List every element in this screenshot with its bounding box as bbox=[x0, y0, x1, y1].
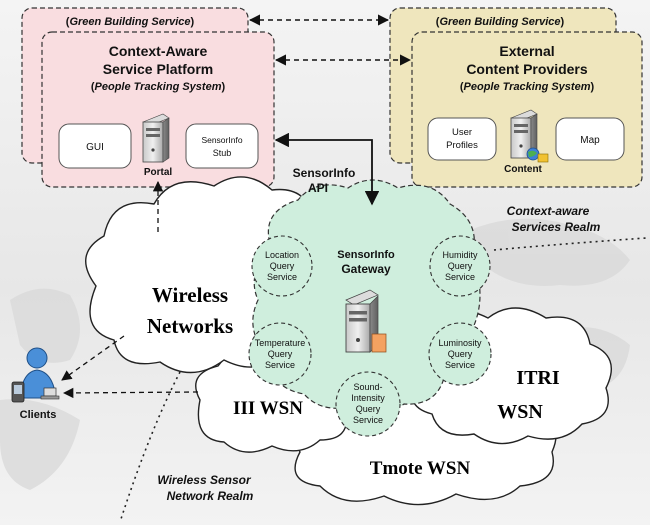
content-label: Content bbox=[504, 164, 542, 175]
platform-back-label: Green Building Service bbox=[69, 16, 190, 28]
iii-wsn-to-clients-arrow bbox=[62, 387, 199, 399]
humidity-line1: Humidity bbox=[442, 250, 478, 260]
location-line3: Service bbox=[267, 272, 297, 282]
gui-label: GUI bbox=[86, 142, 104, 153]
service-platform-group: (Green Building Service) Context-Aware S… bbox=[21, 7, 275, 188]
sound-line2: Intensity bbox=[351, 393, 385, 403]
sound-line1: Sound- bbox=[353, 382, 382, 392]
wireless-to-clients-arrow bbox=[61, 335, 125, 381]
tmote-wsn-label: Tmote WSN bbox=[370, 458, 471, 479]
luminosity-line3: Service bbox=[445, 360, 475, 370]
laptop-icon bbox=[40, 387, 60, 400]
humidity-line3: Service bbox=[445, 272, 475, 282]
location-line2: Query bbox=[270, 261, 295, 271]
user-profiles-box[interactable] bbox=[427, 117, 497, 161]
wsn-realm-line1: Wireless Sensor bbox=[157, 473, 252, 487]
map-label: Map bbox=[580, 135, 600, 146]
luminosity-query-service[interactable]: Luminosity Query Service bbox=[428, 322, 492, 386]
luminosity-line1: Luminosity bbox=[438, 338, 482, 348]
temperature-query-service[interactable]: Temperature Query Service bbox=[248, 322, 312, 386]
location-line1: Location bbox=[265, 250, 299, 260]
portal-server-icon bbox=[142, 113, 170, 163]
itri-label-line2: WSN bbox=[497, 401, 543, 423]
stub-label-line2: Stub bbox=[213, 148, 232, 158]
providers-title-line1: External bbox=[499, 43, 554, 59]
folder-icon bbox=[537, 153, 549, 163]
humidity-query-service[interactable]: Humidity Query Service bbox=[429, 235, 491, 297]
providers-back-label: Green Building Service bbox=[439, 16, 560, 28]
platform-subtitle: People Tracking System bbox=[95, 81, 222, 93]
svg-text:(Green Building Service): (Green Building Service) bbox=[436, 16, 565, 28]
sound-line3: Query bbox=[356, 404, 381, 414]
api-label-line1: SensorInfo bbox=[293, 166, 356, 180]
api-label-line2: API bbox=[308, 181, 328, 195]
wsn-realm-boundary bbox=[119, 371, 181, 523]
wireless-label-line2: Networks bbox=[147, 314, 233, 338]
services-realm-boundary bbox=[493, 237, 647, 251]
providers-title-line2: Content Providers bbox=[466, 61, 588, 77]
svg-text:(People Tracking System): (People Tracking System) bbox=[91, 81, 226, 93]
gui-box[interactable] bbox=[58, 123, 132, 169]
svg-text:(People Tracking System): (People Tracking System) bbox=[460, 81, 595, 93]
platform-title-line1: Context-Aware bbox=[109, 43, 208, 59]
humidity-line2: Query bbox=[448, 261, 473, 271]
svg-text:(Green Building Service): (Green Building Service) bbox=[66, 16, 195, 28]
sensorinfo-stub-box[interactable] bbox=[185, 123, 259, 169]
sensorinfo-api-arrow bbox=[274, 132, 380, 206]
stub-label-line1: SensorInfo bbox=[201, 135, 242, 145]
content-server-icon bbox=[510, 109, 538, 159]
sound-line4: Service bbox=[353, 415, 383, 425]
portal-label: Portal bbox=[144, 167, 173, 178]
sound-intensity-query-service[interactable]: Sound- Intensity Query Service bbox=[335, 371, 401, 437]
gateway-title-line1: SensorInfo bbox=[337, 249, 395, 261]
clients-label: Clients bbox=[20, 409, 57, 421]
iii-wsn-label: III WSN bbox=[233, 398, 303, 419]
content-providers-group: (Green Building Service) External Conten… bbox=[389, 7, 643, 188]
services-realm-line2: Services Realm bbox=[512, 220, 601, 234]
gateway-title-line2: Gateway bbox=[341, 262, 391, 276]
pda-icon bbox=[11, 381, 25, 403]
globe-icon bbox=[526, 147, 540, 161]
temperature-line2: Query bbox=[268, 349, 293, 359]
user-profiles-line2: Profiles bbox=[446, 140, 478, 151]
services-realm-line1: Context-aware bbox=[507, 204, 590, 218]
wsn-realm-line2: Network Realm bbox=[167, 489, 254, 503]
wireless-label-line1: Wireless bbox=[152, 283, 228, 307]
providers-subtitle: People Tracking System bbox=[464, 81, 591, 93]
platform-title-line2: Service Platform bbox=[103, 61, 214, 77]
gateway-server-icon bbox=[345, 289, 387, 353]
itri-label-line1: ITRI bbox=[516, 367, 560, 389]
location-query-service[interactable]: Location Query Service bbox=[251, 235, 313, 297]
map-box[interactable] bbox=[555, 117, 625, 161]
temperature-line3: Service bbox=[265, 360, 295, 370]
temperature-line1: Temperature bbox=[255, 338, 306, 348]
luminosity-line2: Query bbox=[448, 349, 473, 359]
user-profiles-line1: User bbox=[452, 127, 472, 138]
